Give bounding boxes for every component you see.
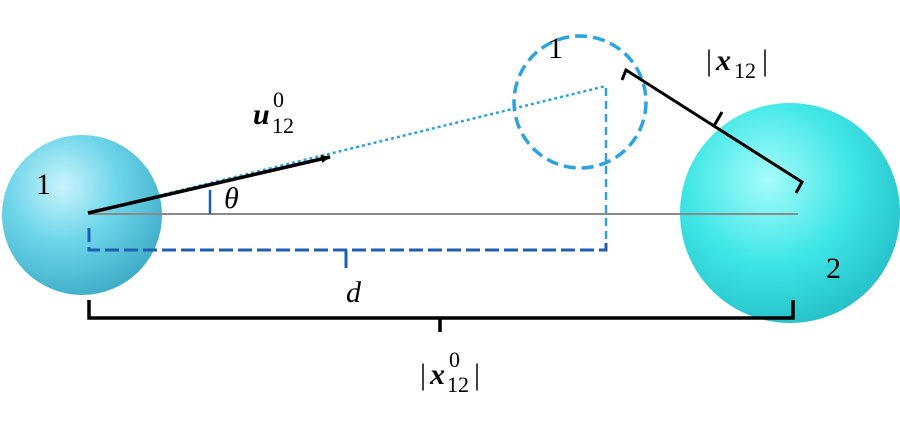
sphere-1: [2, 135, 162, 295]
x0-sub: 12: [447, 372, 469, 397]
x12-bar-right: |: [762, 44, 768, 77]
trajectory-dotted-line: [87, 84, 607, 215]
d-label: d: [346, 276, 362, 309]
x12-label: x: [715, 44, 731, 77]
u-vector-arrow: [87, 155, 331, 215]
ghost-sphere-1-label: 1: [548, 32, 563, 65]
ghost-sphere-1: [512, 34, 648, 170]
x0-sup: 0: [449, 347, 460, 372]
sphere-2-label: 2: [826, 252, 841, 285]
x12-sub: 12: [734, 58, 756, 83]
sphere-1-label: 1: [36, 168, 51, 201]
u-vector-label: u: [253, 98, 270, 131]
u-vector-sub: 12: [272, 113, 294, 138]
x12-bracket-tick: [712, 111, 724, 127]
theta-label: θ: [224, 182, 239, 215]
x0-label: x: [429, 358, 445, 391]
u-vector-sup: 0: [273, 87, 284, 112]
d-bracket: [87, 228, 608, 252]
x12-bar-left: |: [706, 44, 712, 77]
x0-bracket: [87, 300, 795, 320]
x0-bar-left: |: [420, 358, 426, 391]
x0-bar-right: |: [474, 358, 480, 391]
